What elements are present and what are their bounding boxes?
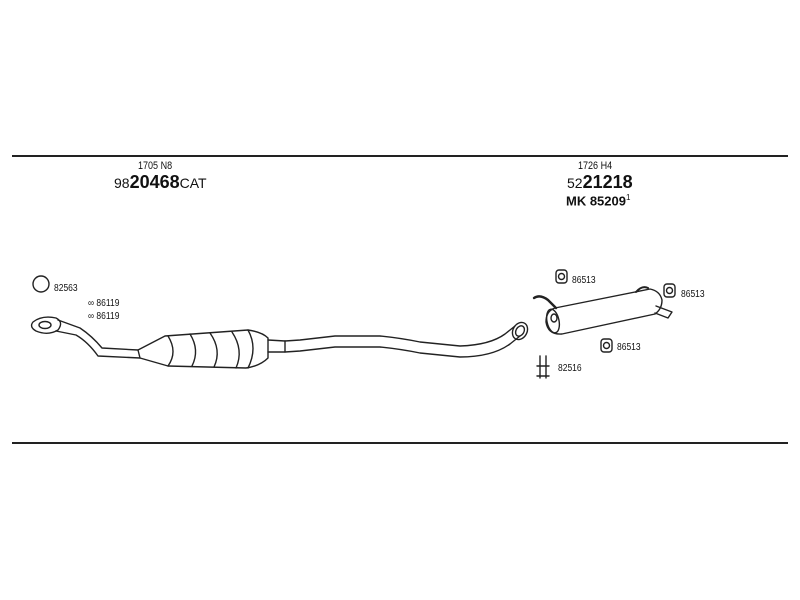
right-part-main: 21218 [582,172,633,192]
clamp-glyph-1: ∞ [88,298,95,309]
clamp-code-1-text: 86119 [96,298,120,309]
left-part-main: 20468 [129,172,180,192]
clamp-code-2-text: 86119 [96,311,120,322]
mount-code-1: 86513 [572,275,596,286]
clamp-code-1: ∞ 86119 [88,298,119,309]
pipe-end-icon [511,321,529,341]
right-part-prefix: 52 [567,175,583,191]
front-pipe-icon [55,319,141,359]
right-kit-label: MK 852091 [566,193,630,208]
bottom-rule [12,442,788,444]
left-part-suffix: CAT [179,175,207,191]
right-part-number: 5221218 [567,172,633,192]
flange-icon [30,316,62,334]
mount-code-3: 86513 [617,342,641,353]
catalytic-converter-icon [137,329,269,369]
top-rule [12,155,788,157]
center-pipe-icon [267,325,521,358]
mount-icon-3 [600,338,613,353]
left-part-number: 9820468CAT [114,172,207,192]
mount-code-2: 86513 [681,289,705,300]
right-kit-sup: 1 [625,193,631,202]
clamp-glyph-2: ∞ [88,311,95,322]
ring-code: 82563 [54,283,78,294]
right-title: 1726 H4 [578,160,613,172]
ring-gasket-icon [32,275,50,293]
bracket-icon [536,355,550,379]
left-part-prefix: 98 [114,175,130,191]
right-kit-text: MK 85209 [566,193,626,209]
clamp-code-2: ∞ 86119 [88,311,119,322]
rear-muffler-icon [532,286,673,335]
left-title: 1705 N8 [138,160,173,172]
mount-icon-1 [555,269,568,284]
mount-icon-2 [663,283,676,298]
bracket-code: 82516 [558,363,582,374]
